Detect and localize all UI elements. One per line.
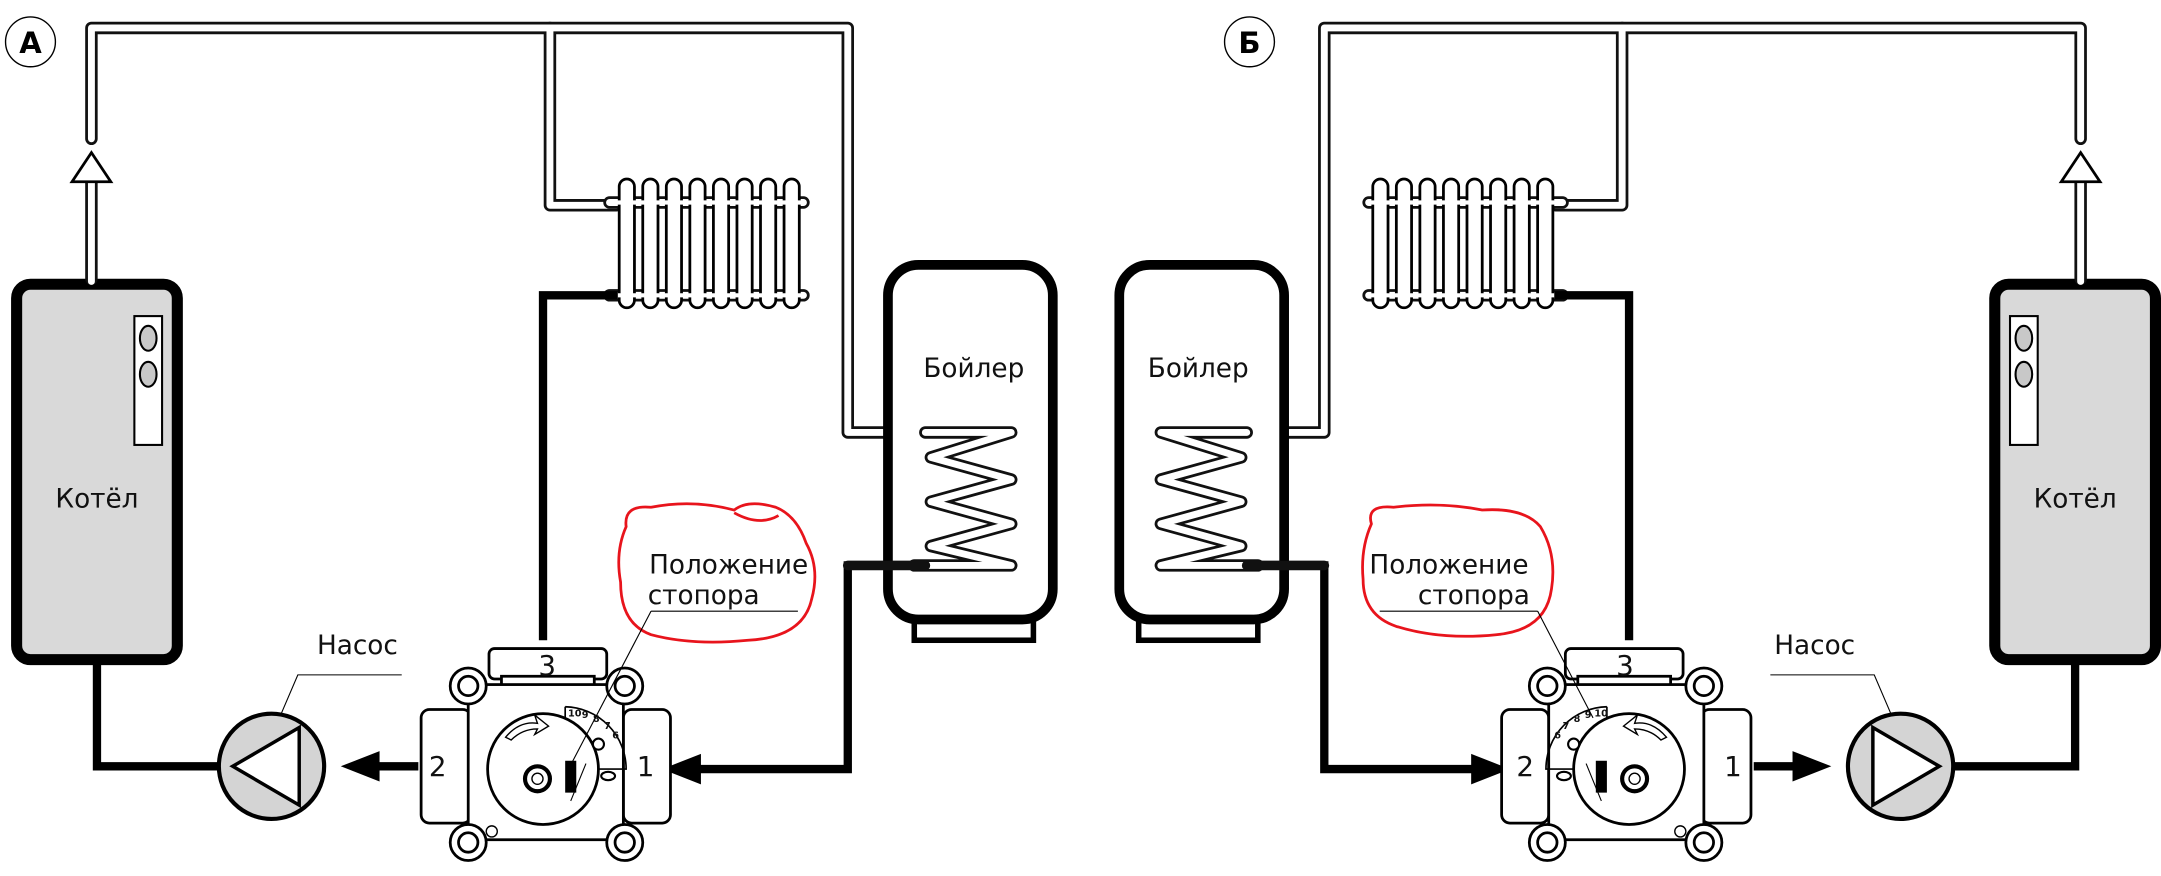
stopper-note-highlight: [617, 502, 817, 644]
diagram-a: А Котёл Бойлер Насос 3 2 1 10 9 8 7 6 По…: [4, 16, 1053, 861]
stopper-note-line1: Положение: [649, 551, 808, 581]
stopper-note: Положение стопора: [570, 502, 817, 766]
valve-dial-scale: 10 9 8 7 6: [568, 708, 619, 741]
stopper-note: Положение стопора: [1361, 503, 1594, 719]
valve-port-3: 3: [1616, 649, 1634, 682]
diagram-a-badge: [4, 16, 57, 68]
valve-port-1: 1: [1724, 750, 1742, 783]
stopper-note-highlight: [1361, 503, 1555, 638]
water-heater-label: Бойлер: [923, 354, 1024, 384]
stopper-note-line2: стопора: [648, 581, 760, 611]
dial-number: 9: [582, 710, 589, 721]
diagram-a-letter: А: [19, 26, 42, 60]
stopper-note-line1: Положение: [1369, 551, 1528, 581]
dial-number: 7: [1563, 721, 1570, 732]
dial-number: 8: [1574, 714, 1581, 725]
diagram-b: Б Котёл Бойлер Насос 3 2 1 10 9 8 7 6 По…: [1119, 16, 2155, 861]
dial-number: 10: [1594, 708, 1608, 719]
dial-number: 6: [612, 731, 619, 742]
diagram-b-badge: [1223, 16, 1276, 68]
valve-dial-scale: 10 9 8 7 6: [1554, 708, 1608, 741]
pump-label: Насос: [317, 631, 398, 661]
boiler-label: Котёл: [55, 484, 138, 514]
dial-number: 7: [604, 721, 611, 732]
stopper-note-line2: стопора: [1418, 581, 1530, 611]
dial-number: 10: [568, 708, 582, 719]
valve-port-1: 1: [637, 750, 655, 783]
valve-port-3: 3: [538, 649, 556, 682]
boiler-label: Котёл: [2034, 484, 2117, 514]
valve-port-2: 2: [429, 750, 447, 783]
diagram-b-letter: Б: [1238, 26, 1260, 60]
dial-number: 8: [593, 714, 600, 725]
valve-port-2: 2: [1516, 750, 1534, 783]
dial-number: 6: [1554, 731, 1561, 742]
pump-label: Насос: [1774, 631, 1855, 661]
water-heater-label: Бойлер: [1148, 354, 1249, 384]
dial-number: 9: [1585, 710, 1592, 721]
